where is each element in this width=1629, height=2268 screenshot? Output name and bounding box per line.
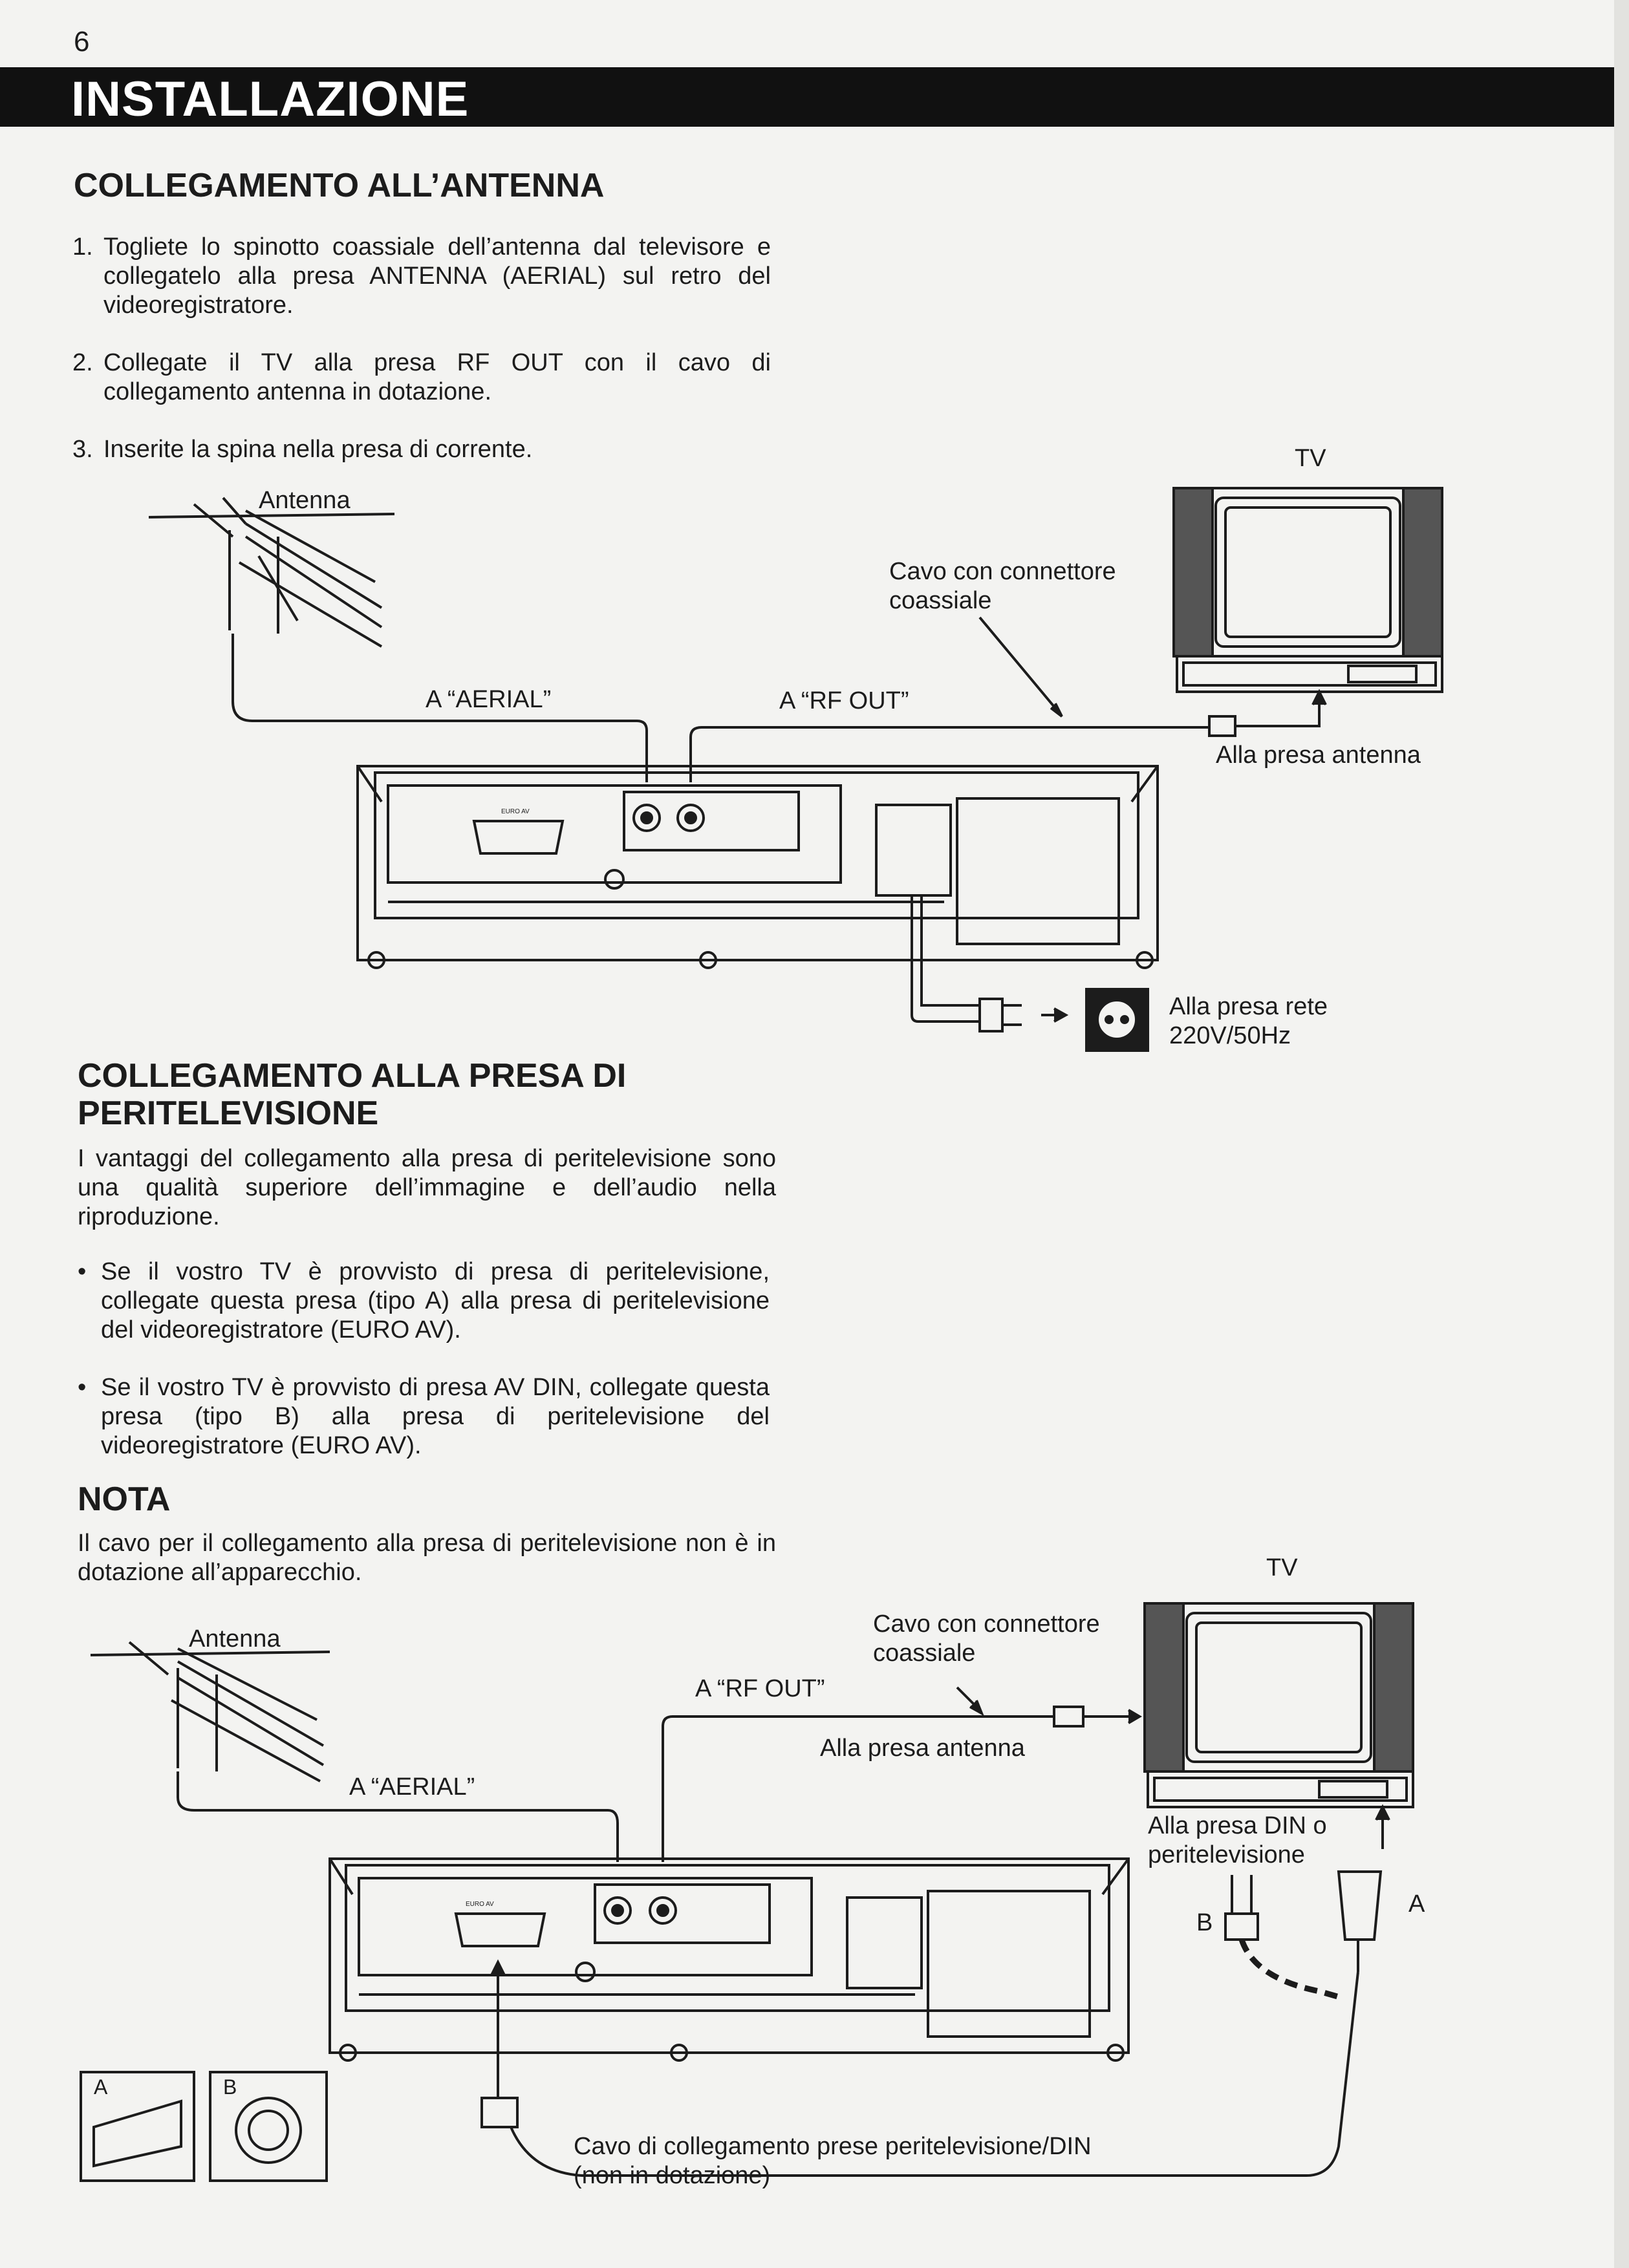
vcr-rear-icon <box>329 1857 1130 2062</box>
step-number: 3. <box>72 436 93 463</box>
aerial-label: A “AERIAL” <box>426 686 552 713</box>
step-text: Inserite la spina nella presa di corrent… <box>103 436 533 463</box>
step-number: 2. <box>72 349 93 376</box>
page-edge <box>1614 0 1629 2268</box>
tv-label: TV <box>1295 445 1326 472</box>
bullet-text: Se il vostro TV è provvisto di presa AV … <box>101 1374 770 1459</box>
step-text: Collegate il TV alla presa RF OUT con il… <box>103 349 771 405</box>
note-text: Il cavo per il collegamento alla presa d… <box>78 1530 776 1586</box>
section2-title-line1: COLLEGAMENTO ALLA PRESA DI <box>78 1057 627 1095</box>
inset-b-label: B <box>223 2075 237 2099</box>
section2-title-line2: PERITELEVISIONE <box>78 1095 379 1132</box>
coax-cable-label-line2: coassiale <box>889 587 992 614</box>
step-1: 1. Togliete lo spinotto coassiale dell’a… <box>72 233 771 320</box>
note-title: NOTA <box>78 1481 171 1518</box>
step-number: 1. <box>72 233 93 261</box>
bullet-item: • Se il vostro TV è provvisto di presa A… <box>78 1373 770 1460</box>
antenna-label: Antenna <box>259 487 351 514</box>
antenna-socket-label: Alla presa antenna <box>820 1735 1025 1762</box>
bullet-dot: • <box>78 1374 87 1401</box>
tv-icon <box>1143 1602 1414 1808</box>
euro-av-label: EURO AV <box>466 1901 494 1908</box>
coax-cable-label-line2: coassiale <box>873 1640 976 1667</box>
coax-cable-label-line1: Cavo con connettore <box>889 558 1116 585</box>
section1-title: COLLEGAMENTO ALL’ANTENNA <box>74 167 605 204</box>
bullet-dot: • <box>78 1258 87 1285</box>
bullet-text: Se il vostro TV è provvisto di presa di … <box>101 1258 770 1343</box>
section1-steps: 1. Togliete lo spinotto coassiale dell’a… <box>72 233 771 464</box>
antenna-icon <box>148 497 395 648</box>
antenna-socket-label: Alla presa antenna <box>1216 742 1421 769</box>
din-label-line2: peritelevisione <box>1148 1841 1305 1868</box>
antenna-label: Antenna <box>189 1625 281 1653</box>
tv-icon <box>1172 487 1443 693</box>
section-banner <box>0 67 1614 127</box>
section2-bullets: • Se il vostro TV è provvisto di presa d… <box>78 1257 770 1460</box>
tv-label: TV <box>1266 1554 1298 1581</box>
antenna-icon <box>90 1641 330 1782</box>
banner-title: INSTALLAZIONE <box>71 72 469 127</box>
plug-b-label: B <box>1196 1909 1213 1936</box>
section2-intro: I vantaggi del collegamento alla presa d… <box>78 1145 776 1230</box>
step-3: 3. Inserite la spina nella presa di corr… <box>72 435 771 464</box>
din-label-line1: Alla presa DIN o <box>1148 1812 1327 1839</box>
cable-label-line1: Cavo di collegamento prese peritelevisio… <box>574 2133 1092 2160</box>
page-number: 6 <box>74 26 90 58</box>
inset-a-label: A <box>94 2075 108 2099</box>
rf-out-label: A “RF OUT” <box>779 687 909 714</box>
mains-label-line2: 220V/50Hz <box>1169 1022 1291 1049</box>
aerial-label: A “AERIAL” <box>349 1773 475 1801</box>
coax-cable-label-line1: Cavo con connettore <box>873 1610 1100 1638</box>
mains-label-line1: Alla presa rete <box>1169 993 1328 1020</box>
step-text: Togliete lo spinotto coassiale dell’ante… <box>103 233 771 319</box>
plug-a-label: A <box>1408 1890 1425 1918</box>
cable-label-line2: (non in dotazione) <box>574 2162 771 2189</box>
vcr-rear-icon <box>356 765 1159 969</box>
bullet-item: • Se il vostro TV è provvisto di presa d… <box>78 1257 770 1345</box>
step-2: 2. Collegate il TV alla presa RF OUT con… <box>72 348 771 407</box>
euro-av-label: EURO AV <box>501 808 530 815</box>
rf-out-label: A “RF OUT” <box>695 1675 825 1702</box>
